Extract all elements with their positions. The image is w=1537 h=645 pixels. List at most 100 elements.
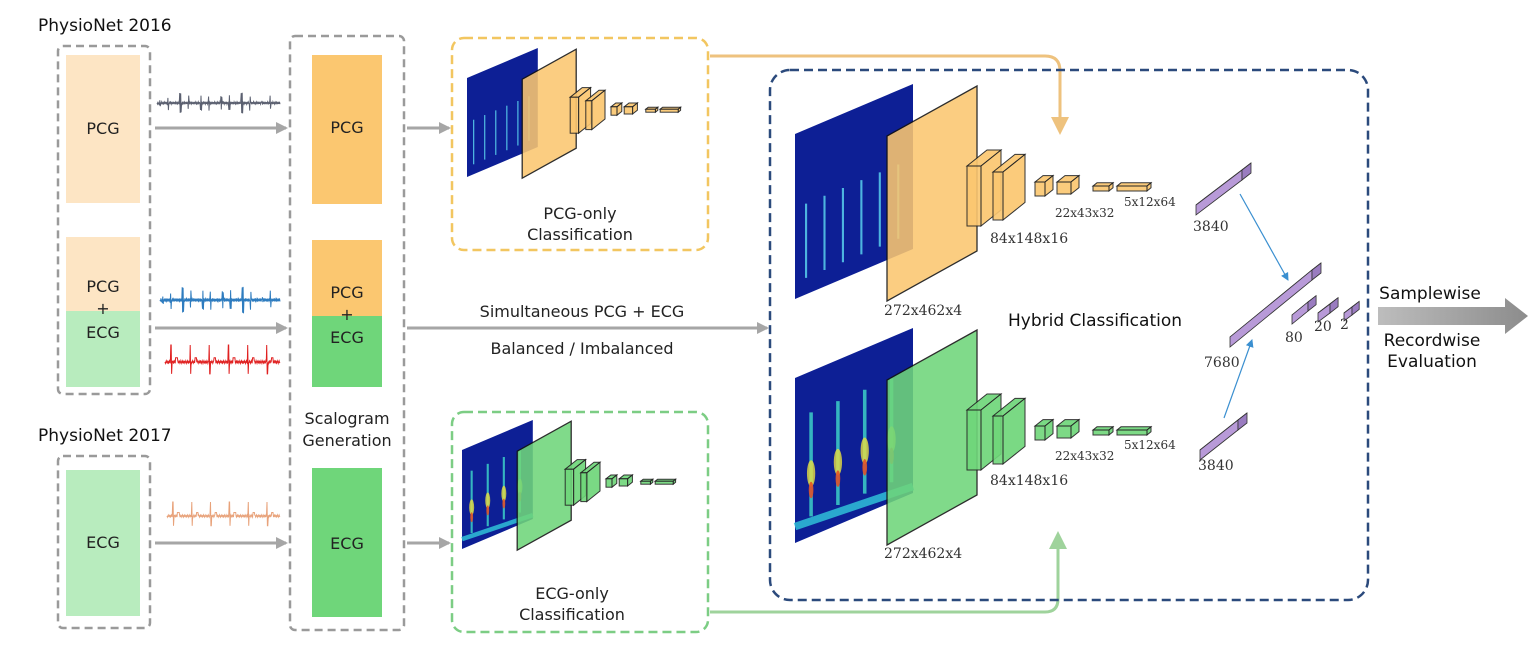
layer-front	[1056, 181, 1072, 195]
layer-front	[992, 415, 1004, 465]
fc1-layer-side	[1307, 294, 1317, 312]
layer-front	[645, 108, 656, 113]
layer-front	[1034, 181, 1046, 197]
scalogram-pcg-ecg-ecg: ECG	[330, 328, 364, 347]
layer-front	[585, 100, 593, 131]
physionet-2016-box	[56, 44, 152, 396]
bottom-flat-dim: 3840	[1198, 458, 1234, 474]
ecg-only-caption-1: ECG-only	[535, 584, 609, 603]
samplewise-label: Samplewise	[1379, 284, 1481, 304]
layer-front	[1034, 425, 1046, 441]
concat-layer-side	[1311, 262, 1322, 281]
pcg-ecg-input-ecg: ECG	[86, 323, 120, 342]
flat-top-layer-side	[1241, 162, 1252, 181]
ecg-only-box	[450, 410, 710, 634]
signal-trace	[156, 92, 281, 114]
ecg-only-network	[461, 420, 678, 552]
layer-front	[654, 480, 674, 485]
scalogram-blob	[806, 460, 816, 487]
ecg-input-block	[66, 470, 140, 616]
simultaneous-label: Simultaneous PCG + ECG	[480, 302, 685, 321]
feature-plane	[886, 84, 978, 303]
pcg-only-network	[467, 48, 683, 180]
feature-plane	[516, 420, 572, 552]
concat-dim: 7680	[1204, 355, 1240, 371]
layer-front	[623, 106, 634, 115]
dense-layers	[1195, 162, 1360, 461]
fc2-layer-side	[1329, 296, 1339, 314]
ecg-signal-blue	[159, 286, 281, 314]
layer-front	[1116, 429, 1148, 436]
pcg-only-caption-2: Classification	[527, 225, 633, 244]
flat-top-layer-front	[1195, 169, 1243, 216]
top-input-dim: 272x462x4	[884, 303, 962, 319]
layer-front	[659, 108, 679, 113]
feature-plane	[521, 48, 577, 180]
pcg-input-label: PCG	[86, 119, 119, 138]
layer-front	[640, 480, 651, 485]
top-flat-dim: 3840	[1193, 219, 1229, 235]
scalogram-blob	[835, 470, 841, 487]
out-dim: 2	[1340, 317, 1349, 333]
flat-bottom-layer-front	[1199, 419, 1239, 461]
bottom-conv3-dim: 5x12x64	[1124, 438, 1176, 452]
ecg-input-label: ECG	[86, 533, 120, 552]
feature-plane	[886, 328, 978, 547]
pcg-input-block	[66, 55, 140, 203]
physionet-2017-box	[56, 454, 152, 630]
physionet-2016-label: PhysioNet 2016	[38, 16, 172, 36]
scalogram-caption-1: Scalogram	[304, 409, 389, 428]
scalogram-caption-2: Generation	[302, 431, 391, 450]
signal-trace	[159, 286, 281, 314]
scalogram-blob	[501, 485, 507, 502]
layer-front	[610, 106, 618, 116]
scalogram-box	[288, 34, 406, 632]
layer-front	[569, 96, 580, 134]
fc2-dim: 20	[1314, 319, 1332, 335]
layer-front	[992, 171, 1004, 221]
scalogram-pcg-ecg-plus: +	[340, 305, 353, 324]
pcg-ecg-input-bottom	[66, 311, 140, 387]
top-conv2-dim: 22x43x32	[1055, 206, 1114, 220]
top-conv1-dim: 84x148x16	[990, 231, 1068, 247]
scalogram-blob	[470, 512, 474, 523]
evaluation-label: Evaluation	[1387, 352, 1477, 372]
layer-front	[1092, 429, 1110, 436]
scalogram-ecg-block	[312, 468, 382, 617]
layer-front	[564, 468, 575, 506]
layer-front	[1092, 185, 1110, 192]
signal-trace	[166, 501, 281, 527]
bottom-input-dim: 272x462x4	[884, 546, 962, 562]
top-conv3-dim: 5x12x64	[1124, 195, 1176, 209]
arrow-bottom-flat-to-concat	[1223, 339, 1254, 419]
scalogram-pcg-block	[312, 55, 382, 204]
scalogram-blob	[486, 505, 490, 516]
layer-front	[1116, 185, 1148, 192]
evaluation-arrow	[1378, 298, 1528, 334]
ecg-only-caption-2: Classification	[519, 605, 625, 624]
scalogram-blob	[833, 448, 843, 476]
pcg-ecg-input-plus: +	[96, 299, 109, 318]
scalogram-pcg-ecg-pcg: PCG	[330, 283, 363, 302]
ecg-signal-red	[164, 344, 281, 375]
scalogram-blob	[469, 499, 475, 516]
scalogram-blob	[502, 498, 506, 509]
hybrid-title: Hybrid Classification	[1008, 311, 1182, 331]
layer-front	[580, 472, 588, 503]
flat-bottom-layer-side	[1237, 412, 1248, 431]
recordwise-label: Recordwise	[1384, 331, 1481, 351]
layer-front	[966, 409, 982, 471]
layer-front	[605, 478, 613, 488]
scalogram-image	[462, 420, 533, 549]
scalogram-blob	[860, 437, 869, 464]
scalogram-pcg-ecg-top	[312, 240, 382, 316]
layer-front	[1056, 425, 1072, 439]
fc1-dim: 80	[1285, 330, 1303, 346]
hybrid-pcg-branch	[795, 84, 1153, 303]
scalogram-pcg-ecg-bottom	[312, 316, 382, 387]
pcg-ecg-input-pcg: PCG	[86, 277, 119, 296]
pcg-only-caption-1: PCG-only	[543, 204, 616, 223]
pcg-only-box	[450, 36, 710, 252]
scalogram-image	[795, 328, 913, 543]
balanced-label: Balanced / Imbalanced	[491, 339, 674, 358]
